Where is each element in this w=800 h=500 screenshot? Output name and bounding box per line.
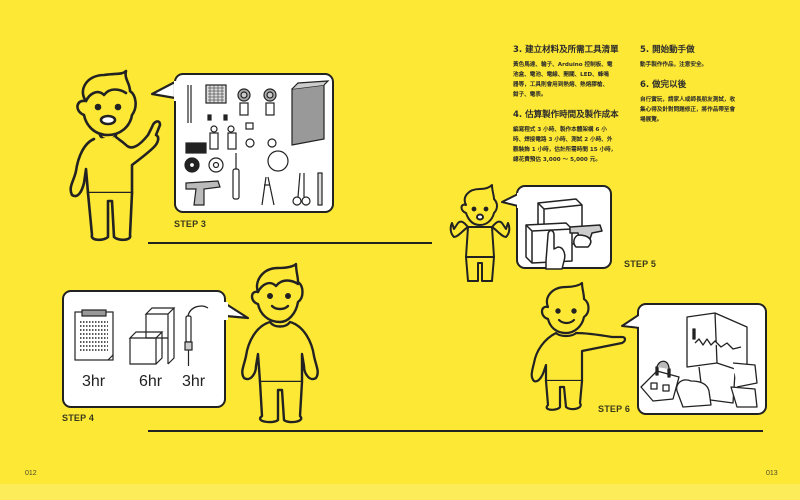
speech-tail-step4-icon bbox=[220, 302, 250, 320]
section5-line: 動手製作作品，注意安全。 bbox=[640, 62, 708, 68]
speech-tail-step5-icon bbox=[501, 193, 522, 208]
figure-step6-icon bbox=[530, 281, 627, 411]
tools-materials-icon bbox=[184, 80, 330, 206]
section4-heading: 4. 估算製作時間及製作成本 bbox=[513, 110, 619, 120]
section6-line: 集心得及針對問題修正，將作品帶至會 bbox=[640, 107, 736, 113]
step4-label: STEP 4 bbox=[62, 413, 95, 423]
hours-box: 6hr bbox=[139, 373, 163, 390]
figure-step5-icon bbox=[449, 184, 511, 282]
step4-6-divider bbox=[148, 430, 763, 432]
step5-label: STEP 5 bbox=[624, 259, 657, 269]
hours-soldering: 3hr bbox=[182, 373, 206, 390]
figure-step4-icon bbox=[241, 262, 319, 424]
hand-glue-gun-icon bbox=[525, 198, 603, 270]
section3-body: 黃色馬達、輪子、Arduino 控制板、電 池盒、電池、電線、開關、LED、蜂鳴… bbox=[513, 60, 635, 100]
instructions-column-1: 3. 建立材料及所需工具清單 黃色馬達、輪子、Arduino 控制板、電 池盒、… bbox=[513, 45, 635, 175]
figure-step3-icon bbox=[69, 69, 162, 242]
section4-body: 編寫程式 3 小時、製作本體架構 6 小 時、焊接電路 3 小時、測試 2 小時… bbox=[513, 125, 635, 165]
hours-clipboard: 3hr bbox=[82, 373, 106, 390]
step6-label: STEP 6 bbox=[598, 404, 631, 414]
section4-line: 編寫程式 3 小時、製作本體架構 6 小 bbox=[513, 127, 607, 133]
section3-line: 池盒、電池、電線、開關、LED、蜂鳴 bbox=[513, 72, 609, 78]
box-frame-icon bbox=[128, 307, 176, 365]
page-number-left: 012 bbox=[25, 470, 37, 477]
section5-body: 動手製作作品，注意安全。 bbox=[640, 60, 770, 70]
section6-line: 自行實玩，請家人或師長朋友測試，收 bbox=[640, 97, 736, 103]
step3-label: STEP 3 bbox=[174, 219, 207, 229]
section6-heading: 6. 做完以後 bbox=[640, 80, 687, 90]
speech-tail-step6-icon bbox=[621, 313, 645, 331]
speech-tail-step3-icon bbox=[150, 80, 180, 101]
section3-heading: 3. 建立材料及所需工具清單 bbox=[513, 45, 619, 55]
page-bottom-edge bbox=[0, 484, 800, 500]
page-number-right: 013 bbox=[766, 470, 778, 477]
section3-line: 器等，工具則會用到熱熔、熱熔膠槍、 bbox=[513, 82, 609, 88]
section4-line: 時、焊接電路 3 小時、測試 2 小時、外 bbox=[513, 137, 613, 143]
soldering-iron-icon bbox=[184, 305, 209, 366]
section3-line: 鉗子、電表。 bbox=[513, 92, 547, 98]
section6-line: 場展覽。 bbox=[640, 117, 663, 123]
section6-body: 自行實玩，請家人或師長朋友測試，收 集心得及針對問題修正，將作品帶至會 場展覽。 bbox=[640, 95, 770, 125]
section4-line: 觀裝飾 1 小時，估計所需時間 15 小時， bbox=[513, 147, 617, 153]
section5-heading: 5. 開始動手做 bbox=[640, 45, 695, 55]
section4-line: 總花費預估 3,000 ～ 5,000 元。 bbox=[513, 157, 601, 163]
robot-dinosaur-icon bbox=[640, 312, 758, 408]
instructions-column-2: 5. 開始動手做 動手製作作品，注意安全。 6. 做完以後 自行實玩，請家人或師… bbox=[640, 45, 770, 135]
section3-line: 黃色馬達、輪子、Arduino 控制板、電 bbox=[513, 62, 613, 68]
clipboard-schedule-icon bbox=[74, 309, 114, 361]
step3-divider bbox=[148, 242, 432, 244]
